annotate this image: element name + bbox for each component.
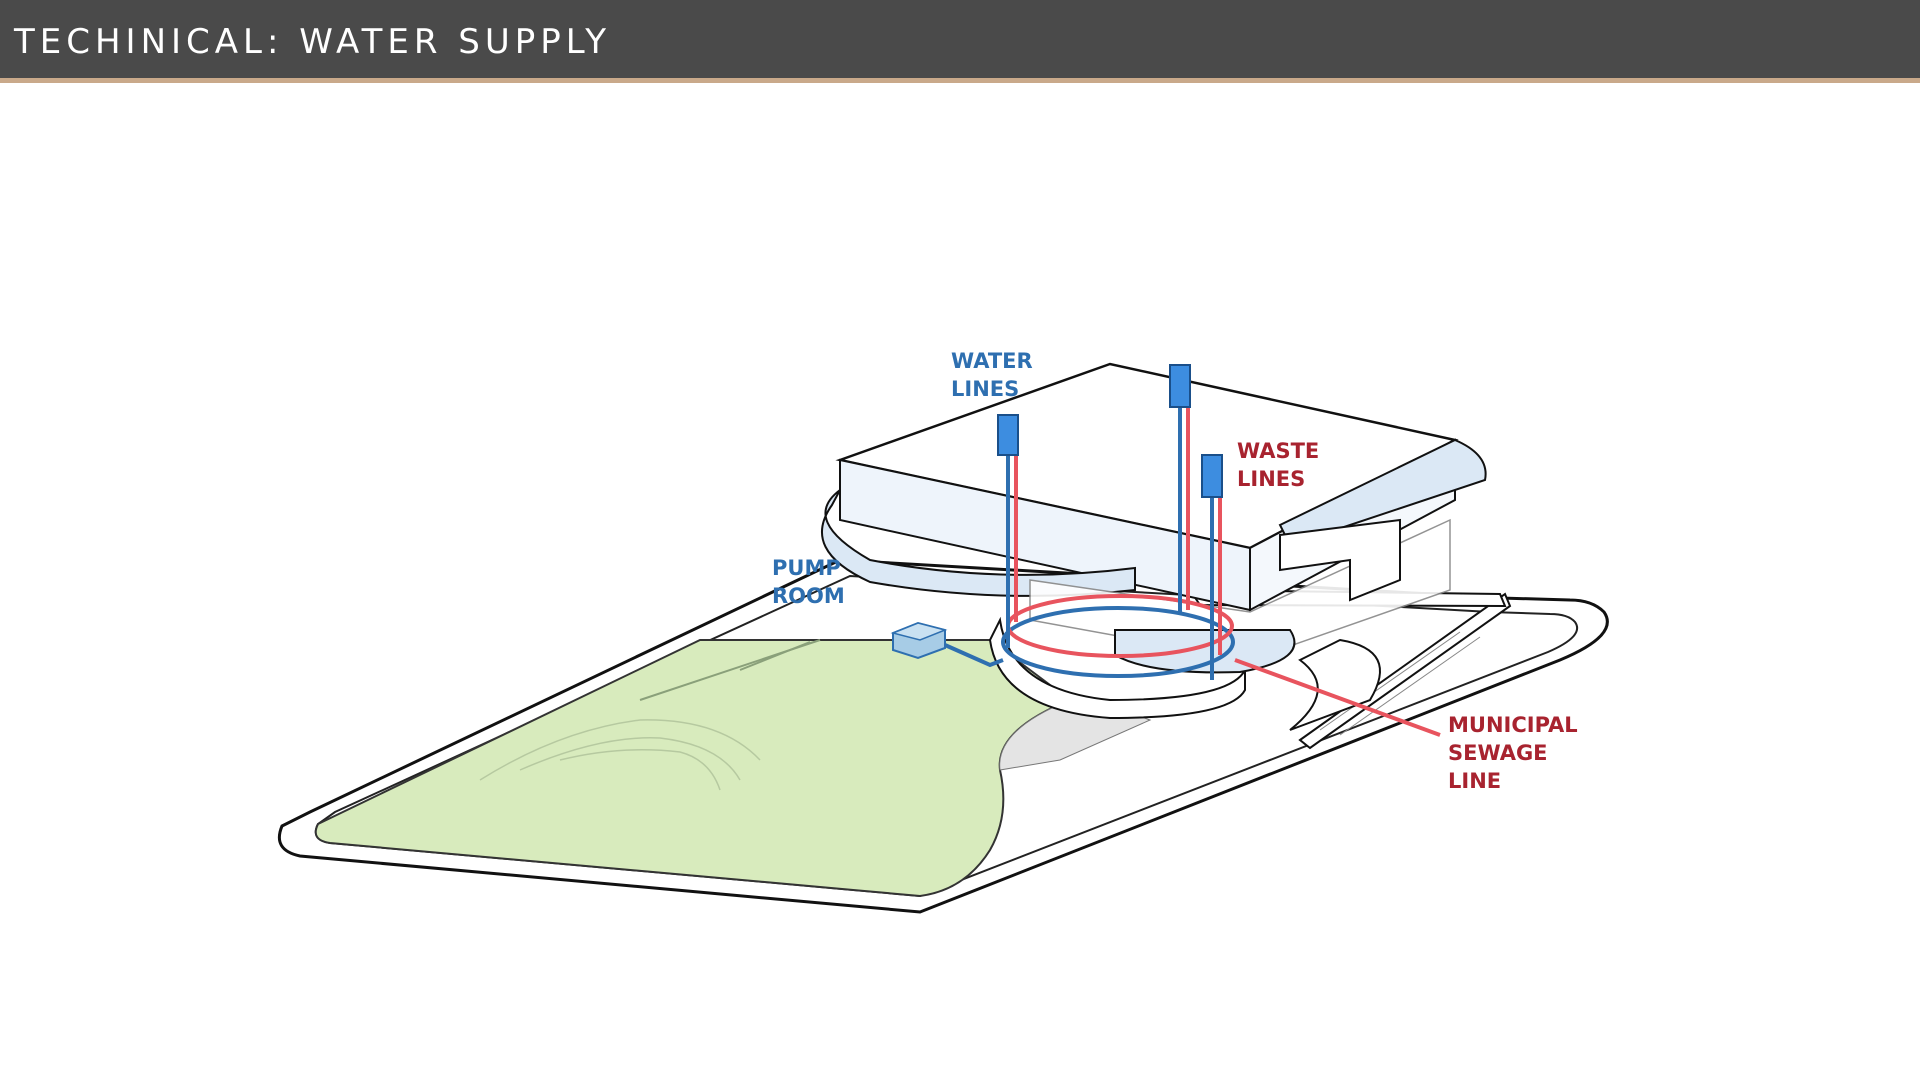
header-bar [0,0,1920,78]
ground-floor-openings [1279,518,1401,602]
base-platform [988,616,1246,720]
page-title: TECHINICAL: WATER SUPPLY [14,22,611,62]
ramp-lines [1319,631,1481,736]
curved-stair [1289,638,1381,731]
pump-room-label: PUMP ROOM [772,556,848,608]
municipal-sewage-label: MUNICIPAL SEWAGE LINE [1448,713,1585,793]
water-lines-label: WATER LINES [951,349,1040,401]
riser-cap-1 [997,414,1019,456]
municipal-sewage-line [1234,658,1441,737]
lawn-path-line [739,641,811,671]
lawn-contour [559,749,721,791]
lawn-contour [519,737,741,781]
balcony-band [821,489,1136,597]
riser-cap-2 [1169,364,1191,408]
pump-room-top [890,622,948,641]
header-accent-stripe [0,78,1920,83]
water-supply-ring [1001,606,1235,678]
pump-room-connection [944,643,1004,668]
waste-lines-label: WASTE LINES [1237,439,1327,491]
lawn-contour [479,719,761,781]
riser-cap-3 [1201,454,1223,498]
balcony-band-right [1278,438,1487,547]
lower-slab [1114,629,1296,674]
